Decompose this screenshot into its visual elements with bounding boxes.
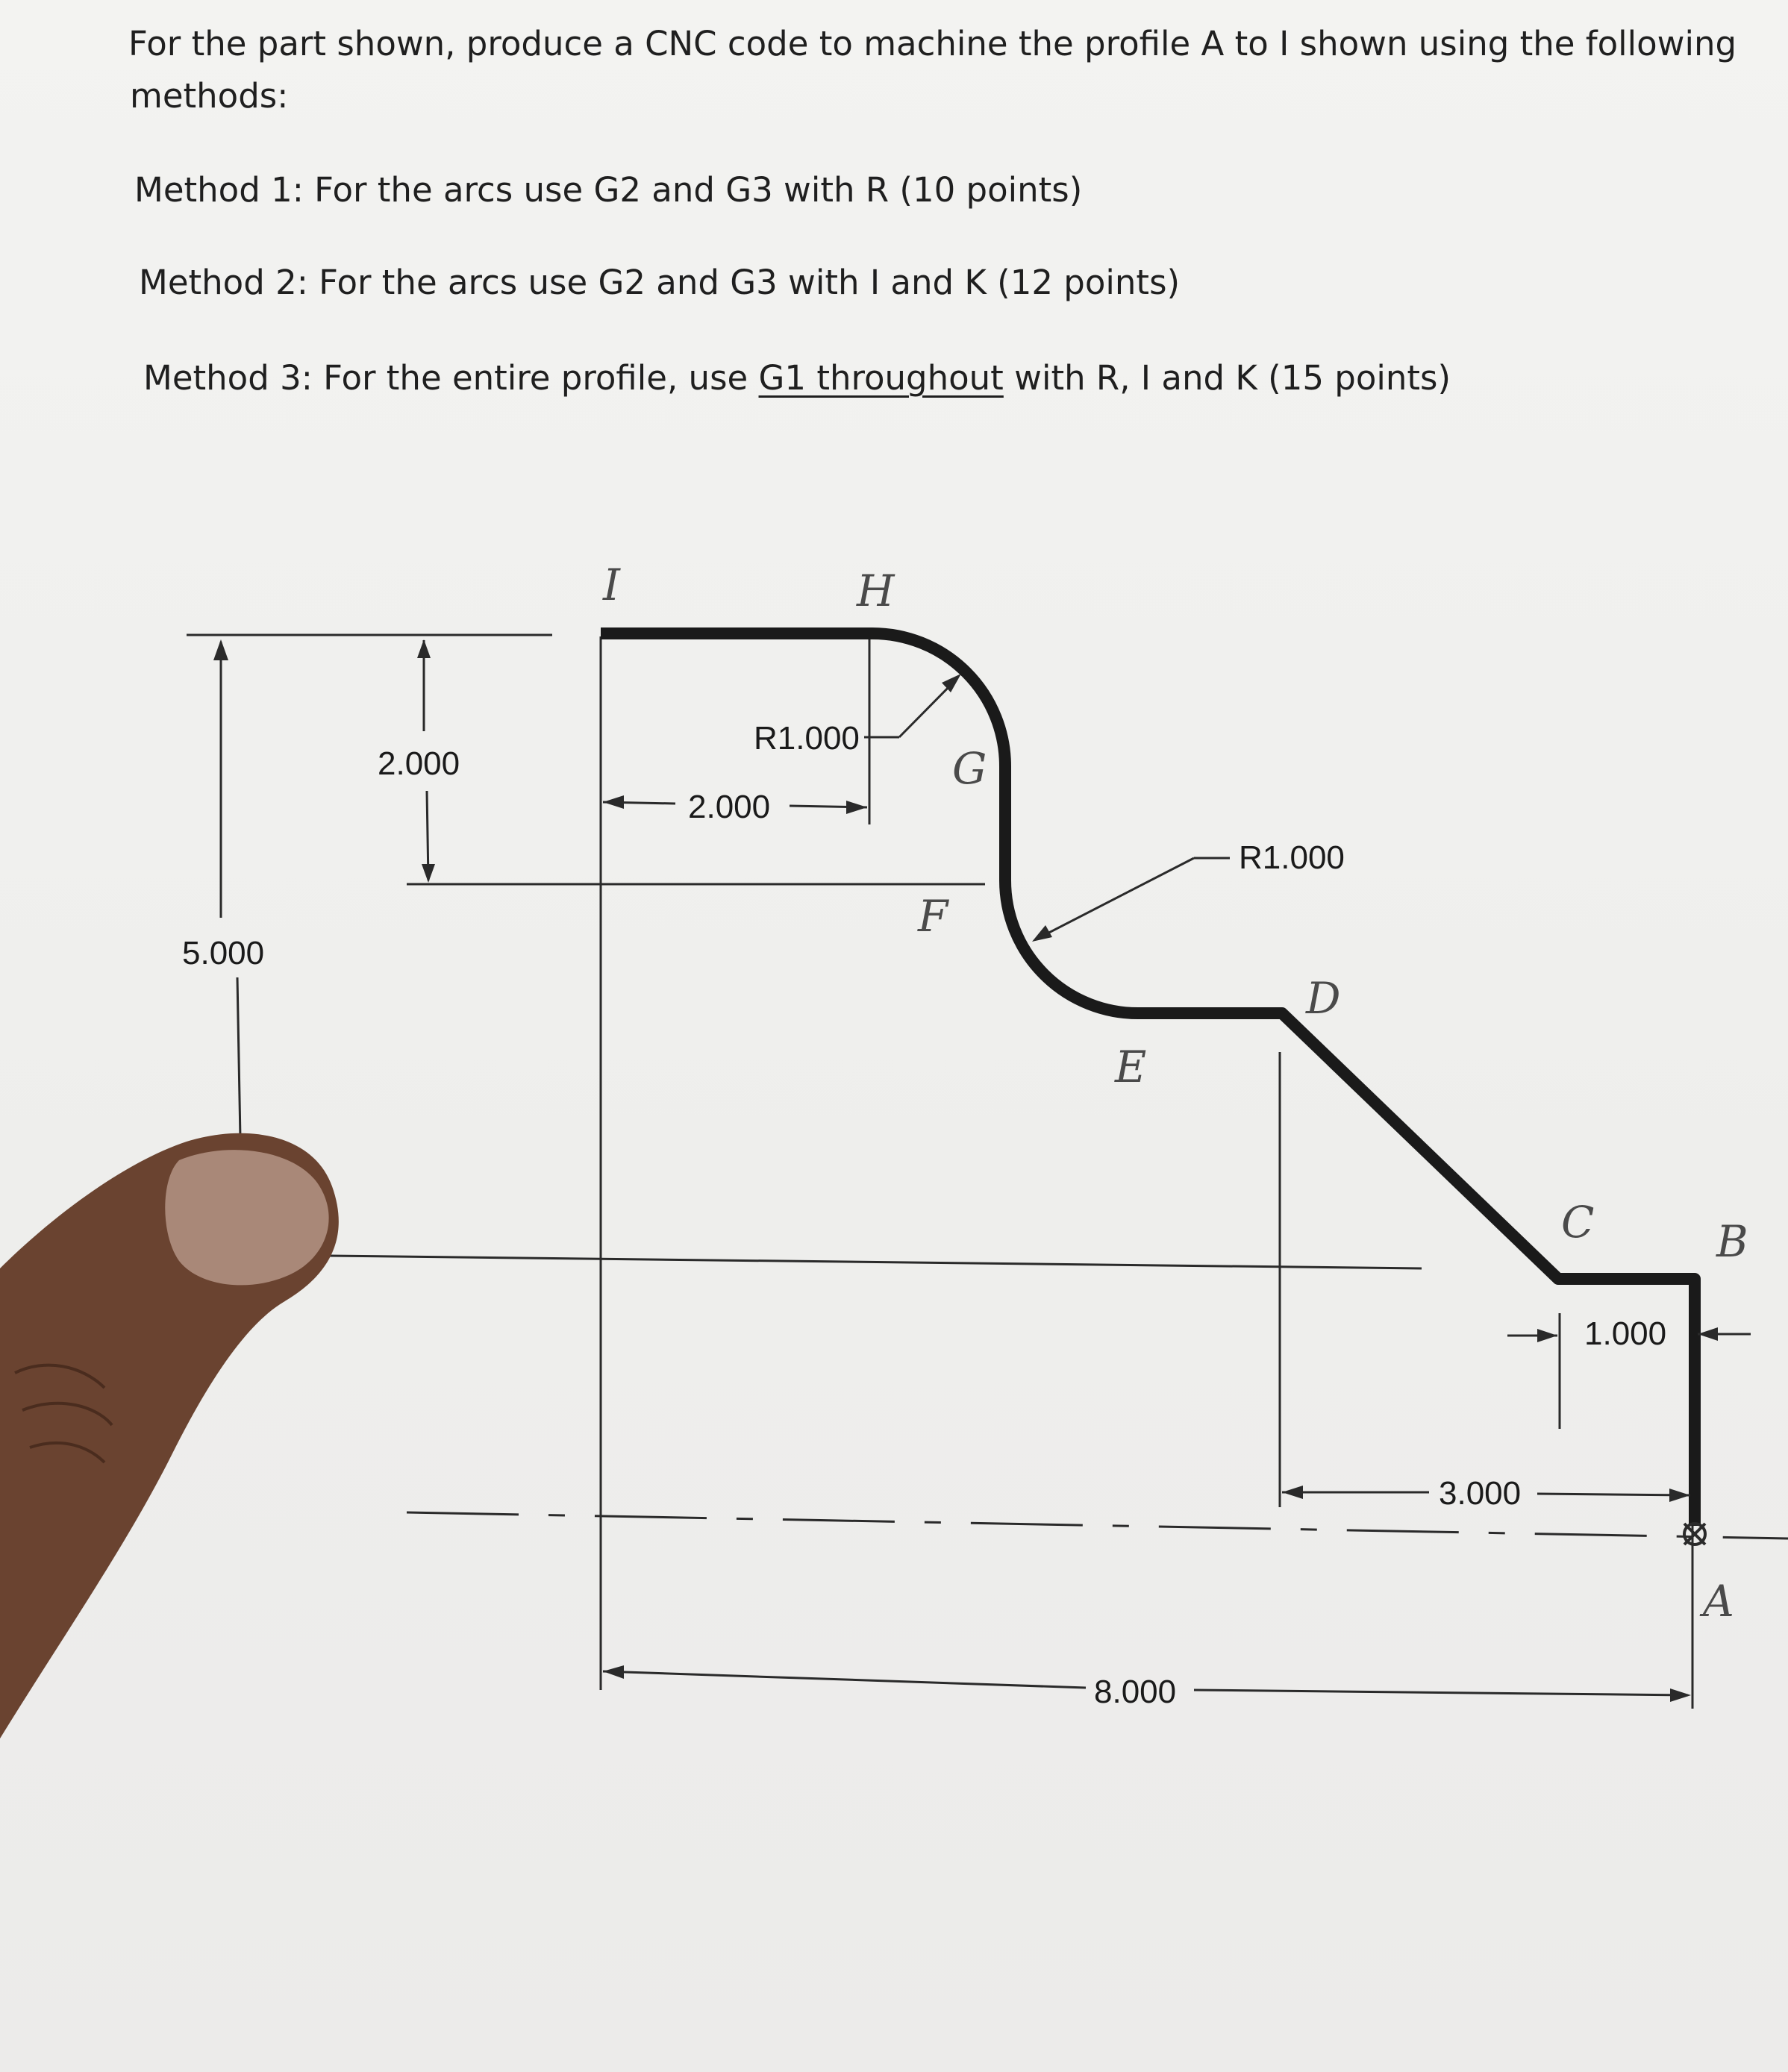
method-3-prefix: Method 3: For the entire profile, use [143,358,759,398]
finger-image [0,1133,339,1738]
label-e: E [1114,1042,1146,1092]
label-i: I [602,560,621,610]
dim-3000 [1282,1486,1691,1502]
dim-text-1000: 1.000 [1584,1315,1666,1352]
dim-text-2000-length: 2.000 [688,789,770,825]
method-2: Method 2: For the arcs use G2 and G3 wit… [139,263,1181,302]
label-h: H [856,566,895,616]
upper-radius-leader [864,674,961,739]
method-3: Method 3: For the entire profile, use G1… [143,361,1451,395]
label-c: C [1561,1197,1594,1248]
dim-5000 [213,639,242,1139]
dim-text-5000: 5.000 [182,935,264,971]
dim-text-3000: 3.000 [1439,1475,1521,1512]
centerline [406,1511,1788,1540]
label-f: F [917,891,949,942]
method-3-underlined: G1 throughout [758,358,1004,398]
profile-path [601,627,1701,1526]
question-line-2: methods: [130,76,289,116]
method-1: Method 1: For the arcs use G2 and G3 wit… [134,170,1083,210]
base-extension-line [328,1254,1422,1270]
dim-1000 [1507,1327,1751,1342]
dim-text-2000-height: 2.000 [378,745,460,782]
point-a-marker [1683,1522,1707,1546]
label-g: G [952,743,987,794]
lower-radius-leader [1032,857,1230,942]
label-d: D [1305,973,1341,1024]
dim-8000 [602,1665,1691,1702]
dim-text-lower-radius: R1.000 [1239,839,1345,876]
question-line-1: For the part shown, produce a CNC code t… [128,24,1737,63]
dim-2000-length [602,795,868,814]
label-b: B [1716,1216,1748,1267]
dim-text-upper-radius: R1.000 [754,720,860,757]
method-3-suffix: with R, I and K (15 points) [1003,358,1451,398]
dim-text-8000: 8.000 [1094,1674,1176,1710]
label-a: A [1699,1576,1734,1627]
dim-2000-height [417,639,435,883]
